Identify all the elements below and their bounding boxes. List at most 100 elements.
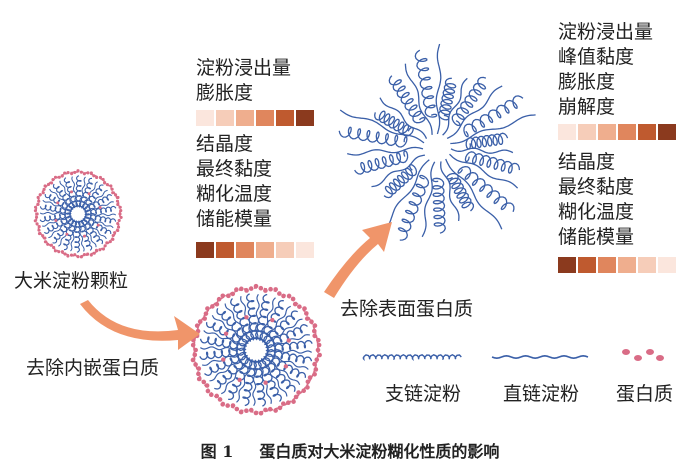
protein-particle — [237, 377, 242, 383]
amylopectin-chain — [39, 212, 71, 223]
amylopectin-chain — [266, 340, 313, 353]
amylopectin-chain — [374, 110, 414, 137]
protein-particle — [314, 357, 320, 362]
amylose-chain — [371, 154, 426, 188]
protein-particle — [270, 317, 275, 323]
protein-particle — [56, 201, 60, 205]
protein-particle — [98, 205, 102, 209]
amylopectin-chain — [438, 77, 457, 121]
amylose-chain — [379, 97, 428, 139]
protein-particle — [283, 364, 289, 369]
left-increase-color-scale — [196, 110, 314, 126]
right-panel-decrease-list: 结晶度 最终黏度 糊化温度 储能模量 — [558, 150, 634, 250]
amylopectin-chain — [265, 324, 308, 349]
amylopectin-chain — [39, 204, 72, 215]
protein-particle — [101, 247, 106, 251]
protein-particle — [82, 172, 86, 176]
protein-particle — [53, 249, 58, 253]
protein-particle — [69, 190, 73, 194]
amylopectin-chain — [255, 293, 270, 341]
protein-particle — [37, 225, 41, 229]
left-panel-increase-list: 淀粉浸出量 膨胀度 — [196, 56, 291, 106]
amylopectin-chain — [74, 221, 81, 253]
protein-particle — [194, 323, 200, 328]
protein-particle — [193, 362, 198, 367]
legend-amylopectin-label: 支链淀粉 — [385, 383, 462, 405]
right-increase-item: 峰值黏度 — [558, 46, 635, 68]
protein-particle — [296, 390, 301, 395]
amylopectin-chain — [265, 349, 313, 364]
amylopectin-chain — [383, 163, 418, 199]
scale-swatch — [578, 257, 596, 273]
amylopectin-chain — [451, 76, 487, 127]
figure-caption: 图 1 蛋白质对大米淀粉糊化性质的影响 — [0, 438, 700, 462]
scale-swatch — [236, 242, 254, 258]
protein-particle — [46, 242, 50, 246]
amylopectin-chain — [388, 75, 426, 124]
right-decrease-item: 储能模量 — [558, 226, 635, 248]
amylopectin-chain — [82, 184, 104, 211]
scale-swatch — [618, 124, 636, 140]
scale-swatch — [598, 124, 616, 140]
protein-particle — [73, 253, 77, 257]
scale-swatch — [296, 110, 314, 126]
amylopectin-chain — [246, 293, 259, 340]
protein-particle — [65, 232, 69, 236]
left-decrease-item: 结晶度 — [196, 133, 254, 155]
amylose-chain — [449, 153, 519, 189]
left-increase-item: 淀粉浸出量 — [196, 57, 292, 79]
amylopectin-chain — [84, 194, 113, 213]
amylopectin-symbol — [362, 354, 462, 362]
left-decrease-item: 最终黏度 — [196, 158, 273, 180]
amylose-chain — [347, 146, 424, 156]
protein-particle — [286, 338, 291, 343]
amylopectin-chain — [464, 151, 521, 174]
label-rice-starch-granule: 大米淀粉颗粒 — [14, 270, 129, 292]
protein-particle — [92, 251, 96, 255]
amylopectin-chain — [75, 175, 82, 207]
protein-particle — [220, 293, 226, 299]
legend-amylose-label: 直链淀粉 — [503, 383, 580, 405]
right-increase-color-scale — [558, 124, 676, 140]
figure-number: 图 1 — [200, 442, 234, 461]
scale-swatch — [196, 110, 214, 126]
protein-particle — [312, 371, 317, 377]
protein-particle — [87, 192, 91, 196]
scale-swatch — [256, 242, 274, 258]
arrow-remove-internal-protein — [80, 300, 200, 350]
protein-particle — [109, 184, 113, 188]
protein-particle — [205, 306, 210, 311]
amylopectin-chain — [80, 219, 104, 245]
scale-swatch — [658, 257, 676, 273]
amylopectin-chain — [43, 215, 72, 234]
right-increase-item: 崩解度 — [558, 96, 616, 118]
amylopectin-chain — [431, 177, 446, 234]
amylose-chain — [440, 161, 460, 221]
label-remove-surface-protein: 去除表面蛋白质 — [340, 298, 474, 320]
figure-title: 蛋白质对大米淀粉糊化性质的影响 — [259, 442, 500, 461]
right-decrease-item: 最终黏度 — [558, 176, 635, 198]
granule-surface — [35, 171, 121, 257]
amylopectin-chain — [257, 359, 282, 402]
scale-swatch — [558, 124, 576, 140]
left-decrease-color-scale — [196, 242, 314, 258]
amylopectin-chain — [397, 174, 430, 241]
protein-particle — [54, 219, 58, 223]
dispersed-starch-chains — [338, 43, 536, 241]
scale-swatch — [276, 110, 294, 126]
scale-swatch — [658, 124, 676, 140]
amylopectin-chain — [216, 308, 252, 343]
protein-dot — [656, 355, 664, 361]
scale-swatch — [256, 110, 274, 126]
amylopectin-chain — [204, 351, 247, 376]
protein-particle — [223, 331, 229, 336]
amylose-chain — [435, 43, 442, 135]
protein-particle — [83, 234, 87, 238]
scale-swatch — [598, 257, 616, 273]
amylopectin-chain — [260, 357, 296, 392]
scale-swatch — [578, 124, 596, 140]
right-decrease-color-scale — [558, 257, 676, 273]
amylose-chain — [450, 114, 536, 145]
right-increase-item: 淀粉浸出量 — [558, 21, 654, 43]
